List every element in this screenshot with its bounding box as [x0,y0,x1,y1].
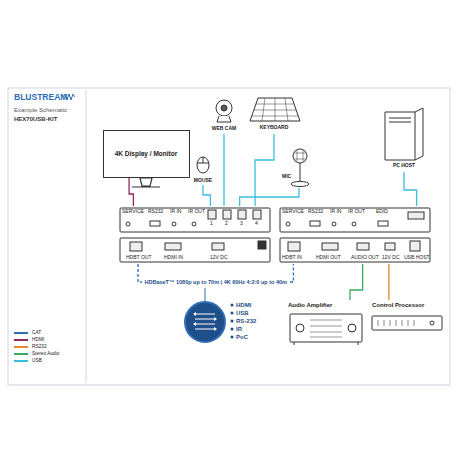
node-text: IR IN [170,209,181,215]
legend-text: HDMI [32,337,44,342]
node-text: PC HOST [393,163,415,169]
pc-tower [385,108,423,160]
cable-connector [223,134,224,206]
node-text: EDID [376,209,388,215]
receiver-unit [280,208,430,262]
node-text: 4 [255,221,258,227]
frame [8,88,450,385]
node-text: MOUSE [194,178,212,184]
signal-name: IR [236,326,242,333]
keyboard-device: KEYBOARD [246,94,302,134]
model-name: HEX70USB-KIT [14,116,57,123]
link-label: HDBaseT™ 1080p up to 70m | 4K 60Hz 4:2:0… [142,279,288,285]
node-text: HDMI IN [164,255,183,261]
transmitter-box: SERVICE RS232 IR IN IR OUT 1 2 3 4HDBT OUT HDMI … [118,206,272,264]
node-text: 12V DC [382,255,400,261]
cable-connector [404,172,417,206]
node-text: HDMI OUT [316,255,341,261]
node-text: IR OUT [188,209,205,215]
node-text: RS232 [148,209,163,215]
mouse-device: MOUSE [188,155,218,185]
legend-text: CAT [32,330,41,335]
cable-connector [388,264,389,300]
webcam-icon [216,100,232,122]
list-bullets [231,304,234,339]
node-text: MIC [282,174,291,180]
node-text: WEB CAM [212,126,236,132]
legend-swatch [14,332,28,334]
node-text: KEYBOARD [260,125,289,131]
legend-entry: CAT [14,330,41,335]
node-text: USB HOST [404,255,430,261]
node-text: 1 [210,221,213,227]
node-text: Control Processor [372,302,424,309]
node-text: AUDIO OUT [351,255,379,261]
legend-swatch [14,346,28,348]
node-text: 12V DC [210,255,228,261]
leader-line [205,288,206,302]
cable-callout [185,302,225,342]
legend-text: USB [32,358,42,363]
legend-entry: RS232 [14,344,47,349]
legend-swatch [14,360,28,362]
cable-connector [255,134,274,206]
node-text: SERVICE [282,209,304,215]
control-processor-icon [372,316,442,330]
node-text: IR IN [330,209,341,215]
signal-name: RS-232 [236,318,256,325]
signal-name: PoC [236,334,248,341]
mic-device: MIC [282,146,316,188]
keyboard-icon [250,98,300,121]
signal-name: HDMI [236,302,251,309]
node-text: 3 [240,221,243,227]
node-text: IR OUT [348,209,365,215]
legend-swatch [14,339,28,341]
node-text: HDBT IN [282,255,302,261]
cable-connector [240,188,299,206]
brand-logo: BLUSTREAM [14,93,67,102]
cable-connector [350,264,363,300]
legend-entry: HDMI [14,337,44,342]
node-text: SERVICE [122,209,144,215]
control-processor: Control Processor [370,300,446,334]
legend-swatch [14,353,28,355]
monitor-stand [132,178,160,187]
display-screen: 4K Display / Monitor [103,130,190,178]
node-text: HDBT OUT [126,255,151,261]
node-text: 2 [225,221,228,227]
mouse-icon [197,157,209,173]
legend-text: Stereo Audio [32,351,59,356]
node-text: 4K Display / Monitor [115,150,177,157]
node-text: Audio Amplifier [288,302,332,309]
legend-text: RS232 [32,344,47,349]
pc-host: PC HOST [380,106,428,172]
diagram-title: Example Schematic [14,107,67,114]
node-text: RS232 [308,209,323,215]
signal-name: USB [236,310,249,317]
receiver-box: SERVICE RS232 IR IN IR OUT EDID HDBT IN HDMI O… [278,206,432,264]
legend-entry: USB [14,358,42,363]
transmitter-unit [120,208,270,262]
mic-icon [291,149,309,187]
webcam-device: WEB CAM [206,98,242,134]
cable-connector [129,178,133,206]
cable-connector [203,185,210,206]
amplifier-icon [290,314,362,345]
divider [86,90,87,383]
audio-amplifier: Audio Amplifier [286,300,366,346]
legend-entry: Stereo Audio [14,351,59,356]
